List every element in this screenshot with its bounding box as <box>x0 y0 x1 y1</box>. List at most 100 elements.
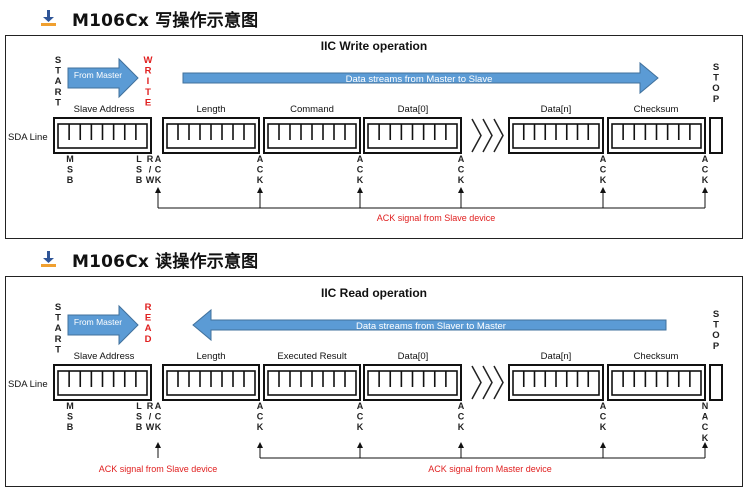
ack-label: ACK <box>257 401 264 432</box>
write-section-heading: M106Cx 写操作示意图 <box>38 5 258 31</box>
lsb-label: LSB <box>136 154 143 185</box>
skip-chevron <box>482 118 493 153</box>
ack-label-char: K <box>357 422 364 432</box>
operation-title: IIC Write operation <box>321 39 427 53</box>
sda-byte-frame <box>263 117 361 154</box>
field-label: Data[n] <box>541 351 572 362</box>
ack-note: ACK signal from Slave device <box>377 213 496 223</box>
skip-chevron <box>493 118 504 153</box>
skip-chevron <box>482 365 493 400</box>
data-stream-arrow <box>182 61 659 95</box>
ack-arrow-head <box>357 442 363 448</box>
field-label: Executed Result <box>277 351 347 362</box>
ack-label: ACK <box>702 154 709 185</box>
start-label-char: A <box>55 76 62 87</box>
field-label: Command <box>290 104 334 115</box>
write-heading-text: M106Cx 写操作示意图 <box>72 10 259 31</box>
ack-label-char: K <box>702 175 709 185</box>
ack-label-char: C <box>155 412 162 422</box>
stop-label-char: P <box>713 94 720 105</box>
download-bullet-icon <box>41 10 56 26</box>
skip-chevron <box>471 118 482 153</box>
ack-label: ACK <box>600 401 607 432</box>
download-bullet-icon <box>41 251 56 267</box>
ack-arrow-head <box>257 187 263 193</box>
field-label: Checksum <box>634 351 679 362</box>
start-label-char: S <box>55 302 61 313</box>
direction-word-char: D <box>145 334 152 345</box>
ack-label-char: K <box>357 175 364 185</box>
lsb-label-char: S <box>136 165 142 175</box>
from-master-arrow <box>67 57 139 99</box>
ack-label: ACK <box>600 154 607 185</box>
ack-label: ACK <box>155 401 162 432</box>
field-label: Length <box>196 104 225 115</box>
ack-label-char: A <box>357 401 364 411</box>
msb-label-char: M <box>66 401 74 411</box>
ack-label-char: K <box>257 422 264 432</box>
ack-label-char: C <box>600 412 607 422</box>
ack-label-char: A <box>458 401 465 411</box>
msb-label-char: M <box>66 154 74 164</box>
direction-word-char: A <box>145 323 152 334</box>
ack-label-char: A <box>155 154 162 164</box>
sda-byte-frame <box>263 364 361 401</box>
ack-label-char: K <box>702 433 709 443</box>
ack-label: ACK <box>357 401 364 432</box>
start-label-char: T <box>55 313 61 324</box>
read-heading-text: M106Cx 读操作示意图 <box>72 251 259 272</box>
ack-label-char: K <box>257 175 264 185</box>
stop-label-char: S <box>713 309 719 320</box>
ack-note-master: ACK signal from Master device <box>428 464 552 474</box>
ack-label-char: C <box>458 165 465 175</box>
rw-label: R/W <box>146 401 155 432</box>
field-label: Data[0] <box>398 104 429 115</box>
data-stream-label: Data streams from Slaver to Master <box>356 321 506 332</box>
ack-label-char: A <box>357 154 364 164</box>
rw-label: R/W <box>146 154 155 185</box>
ack-arrow-head <box>357 187 363 193</box>
ack-label-char: C <box>257 412 264 422</box>
stop-frame <box>709 117 723 154</box>
sda-byte-frame <box>363 364 462 401</box>
lsb-label: LSB <box>136 401 143 432</box>
direction-word-char: I <box>147 76 150 87</box>
operation-title: IIC Read operation <box>321 286 427 300</box>
stop-label-char: P <box>713 341 720 352</box>
ack-label-char: A <box>155 401 162 411</box>
start-label-char: R <box>55 87 62 98</box>
lsb-label-char: B <box>136 175 143 185</box>
start-label-char: R <box>55 334 62 345</box>
stop-frame <box>709 364 723 401</box>
ack-arrow-head <box>458 187 464 193</box>
data-stream-arrow <box>192 308 667 342</box>
ack-label-char: A <box>600 401 607 411</box>
direction-word-char: R <box>145 302 152 313</box>
sda-byte-frame <box>607 364 706 401</box>
stop-label-char: O <box>712 83 719 94</box>
ack-label-char: A <box>458 154 465 164</box>
ack-label: ACK <box>155 154 162 185</box>
ack-arrow-head <box>458 442 464 448</box>
direction-word-char: E <box>145 97 151 108</box>
lsb-label-char: L <box>136 401 142 411</box>
rw-label-char: / <box>149 412 152 422</box>
ack-label-char: C <box>458 412 465 422</box>
sda-line-label: SDA Line <box>8 132 48 143</box>
ack-arrow-head <box>257 442 263 448</box>
sda-byte-frame <box>162 117 260 154</box>
rw-label-char: R <box>147 154 154 164</box>
ack-label-char: C <box>155 165 162 175</box>
ack-arrow-head <box>600 442 606 448</box>
ack-label-char: K <box>155 175 162 185</box>
ack-note-slave: ACK signal from Slave device <box>99 464 218 474</box>
from-master-label: From Master <box>74 70 122 80</box>
msb-label-char: B <box>67 175 74 185</box>
